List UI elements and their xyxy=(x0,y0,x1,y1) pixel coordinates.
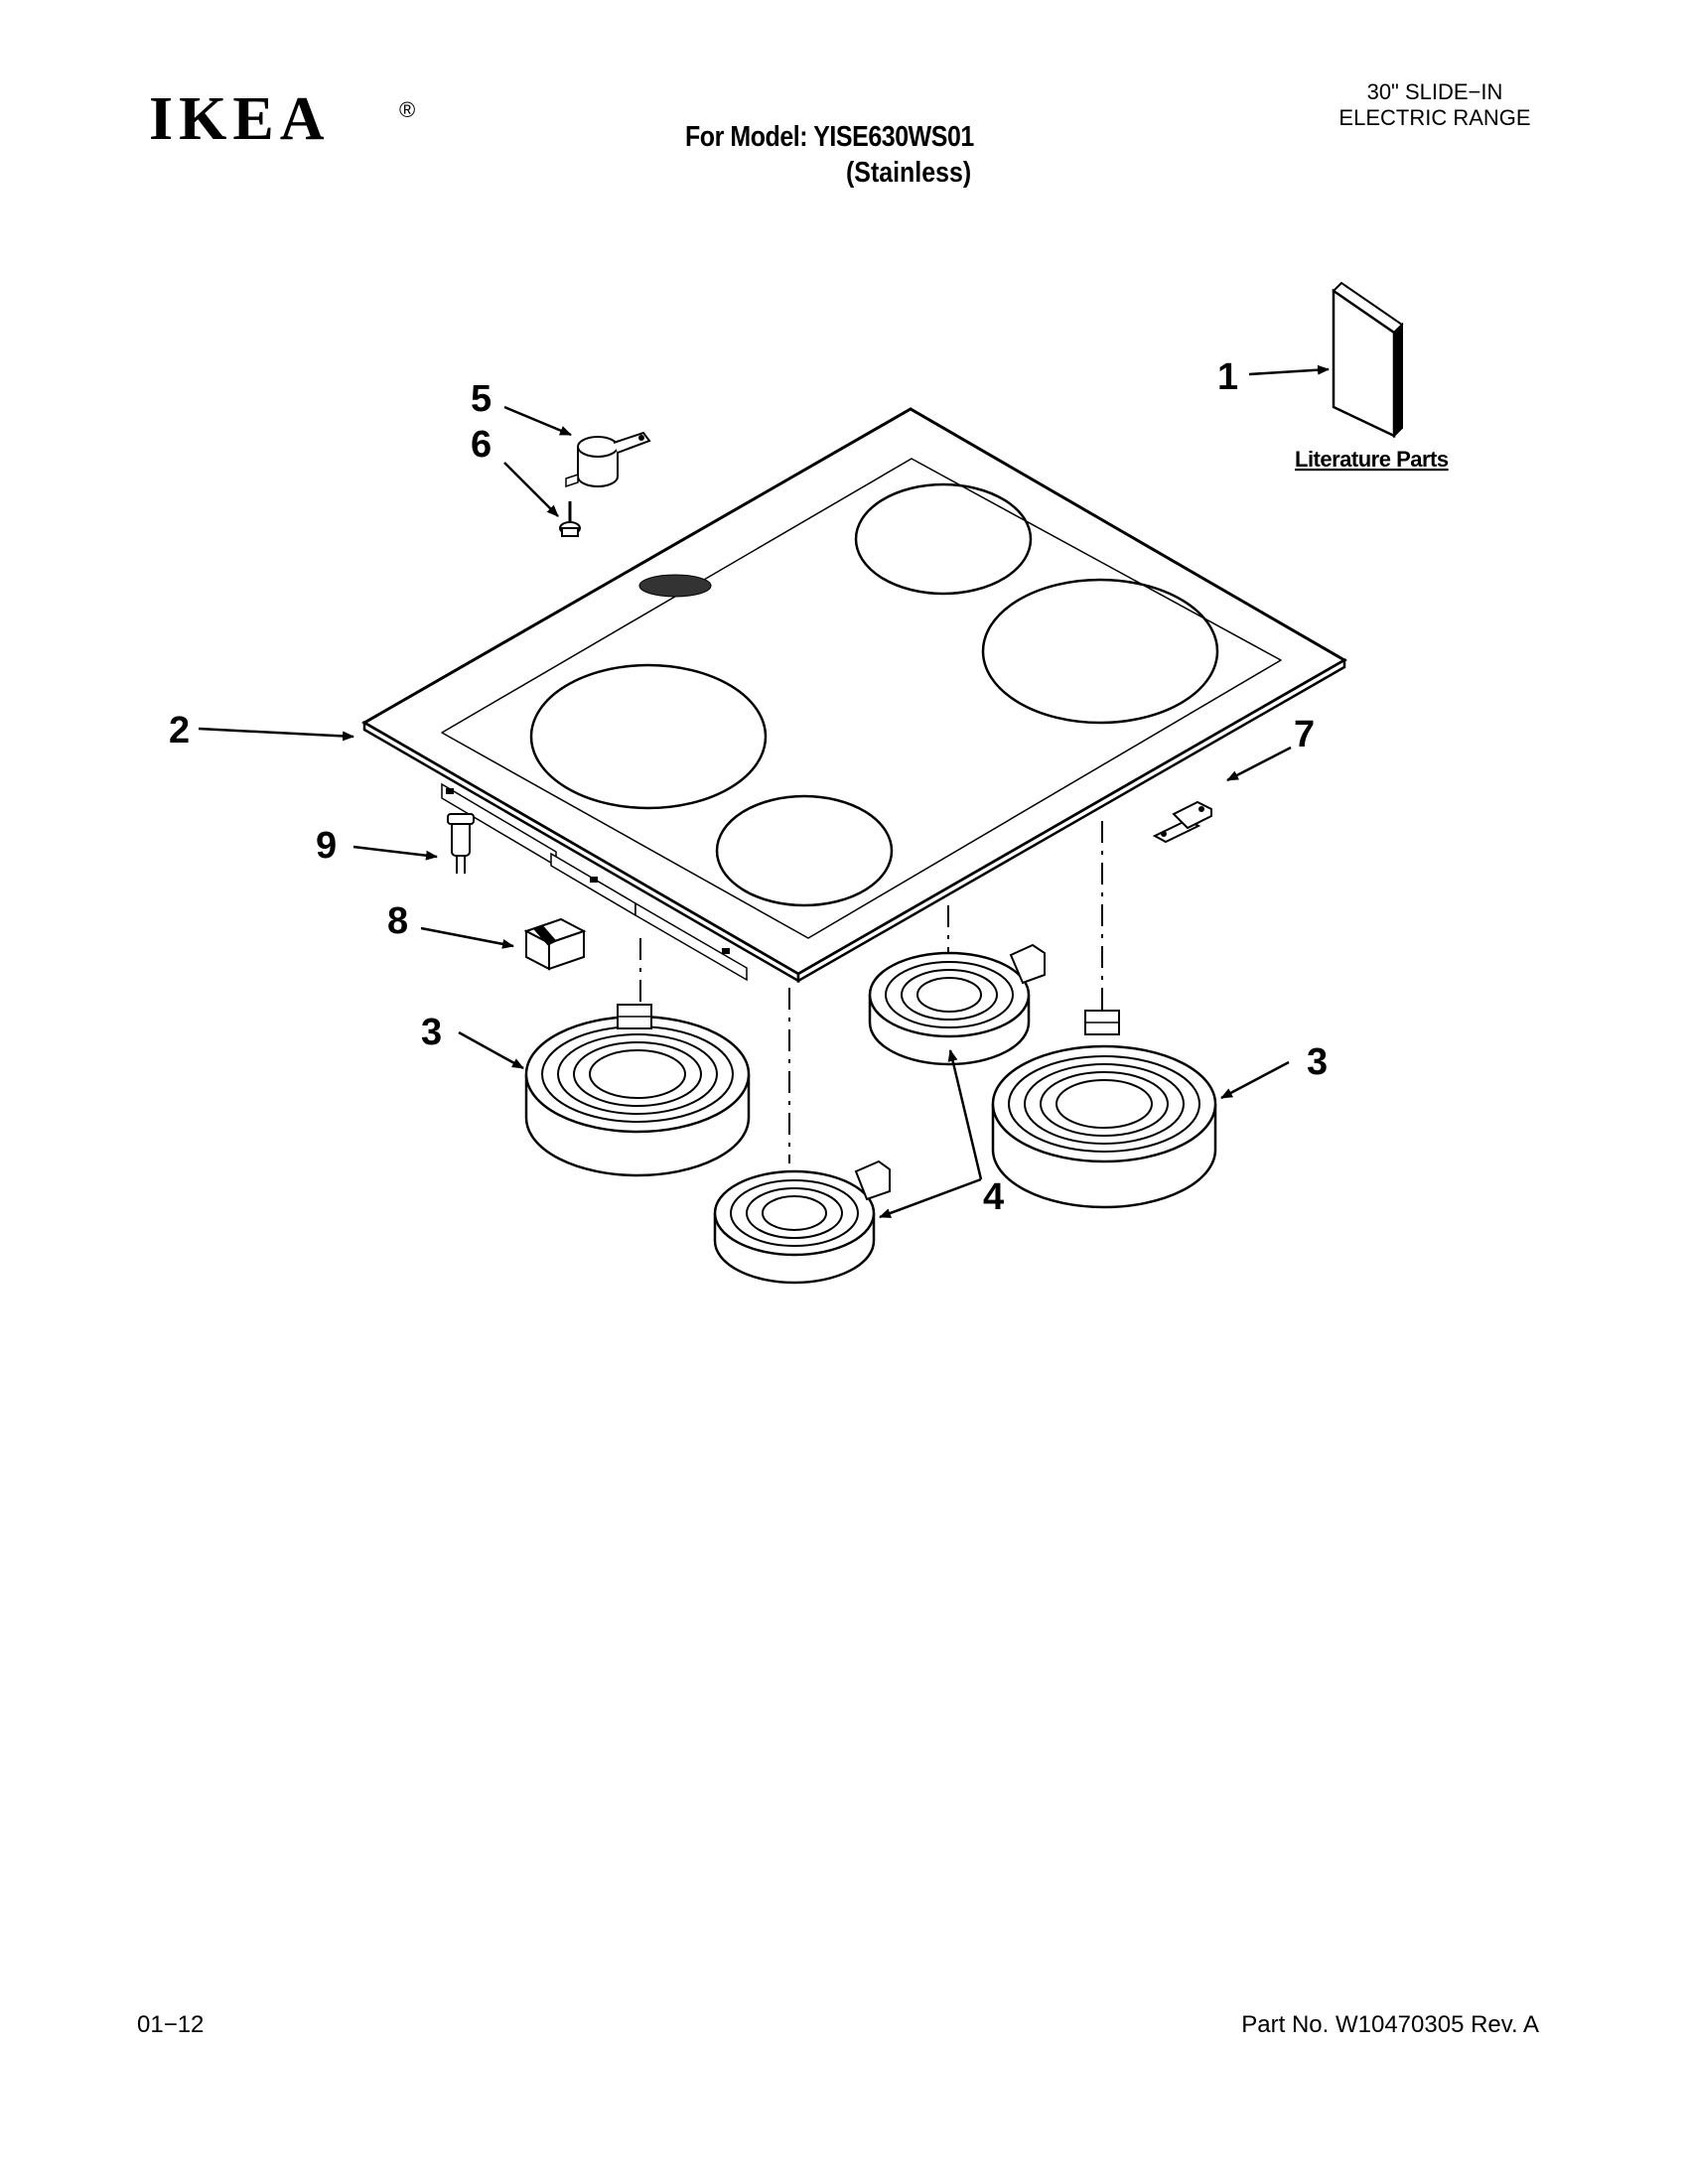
callout-arrows xyxy=(198,364,1330,1219)
svg-text:IKEA: IKEA xyxy=(149,89,330,149)
surface-element-small-bottom xyxy=(713,1160,891,1285)
surface-element-small-top xyxy=(868,943,1046,1066)
callout-2: 2 xyxy=(169,710,190,751)
registered-mark: ® xyxy=(399,97,415,122)
product-category: 30" SLIDE−IN ELECTRIC RANGE xyxy=(1311,79,1559,131)
part-7-bracket xyxy=(1152,800,1212,844)
callout-4: 4 xyxy=(983,1176,1004,1218)
literature-parts-label: Literature Parts xyxy=(1295,447,1449,472)
variant-line: (Stainless) xyxy=(846,157,972,189)
part-5-bracket xyxy=(565,431,651,488)
surface-element-large-left xyxy=(524,1004,751,1177)
callout-8: 8 xyxy=(387,900,408,942)
part-6-screw xyxy=(559,501,581,537)
model-line: For Model: YISE630WS01 xyxy=(685,121,974,153)
part-number: Part No. W10470305 Rev. A xyxy=(1241,2011,1539,2038)
callout-9: 9 xyxy=(316,825,337,867)
callout-3-left: 3 xyxy=(421,1012,442,1053)
callout-5: 5 xyxy=(471,378,492,420)
ikea-logo: IKEA ® xyxy=(149,89,415,149)
cooktop-panel xyxy=(360,407,1348,984)
revision-date: 01−12 xyxy=(137,2011,205,2038)
callout-7: 7 xyxy=(1294,714,1315,755)
alignment-lines xyxy=(639,821,1103,1163)
callout-6: 6 xyxy=(471,424,492,466)
part-9-connector xyxy=(447,813,475,874)
surface-element-large-right xyxy=(991,1010,1217,1209)
callout-3-right: 3 xyxy=(1307,1041,1328,1083)
category-line-2: ELECTRIC RANGE xyxy=(1338,105,1531,130)
callout-1: 1 xyxy=(1217,356,1238,398)
category-line-1: 30" SLIDE−IN xyxy=(1366,79,1503,104)
part-8-block xyxy=(523,917,587,971)
literature-booklet xyxy=(1332,281,1404,439)
